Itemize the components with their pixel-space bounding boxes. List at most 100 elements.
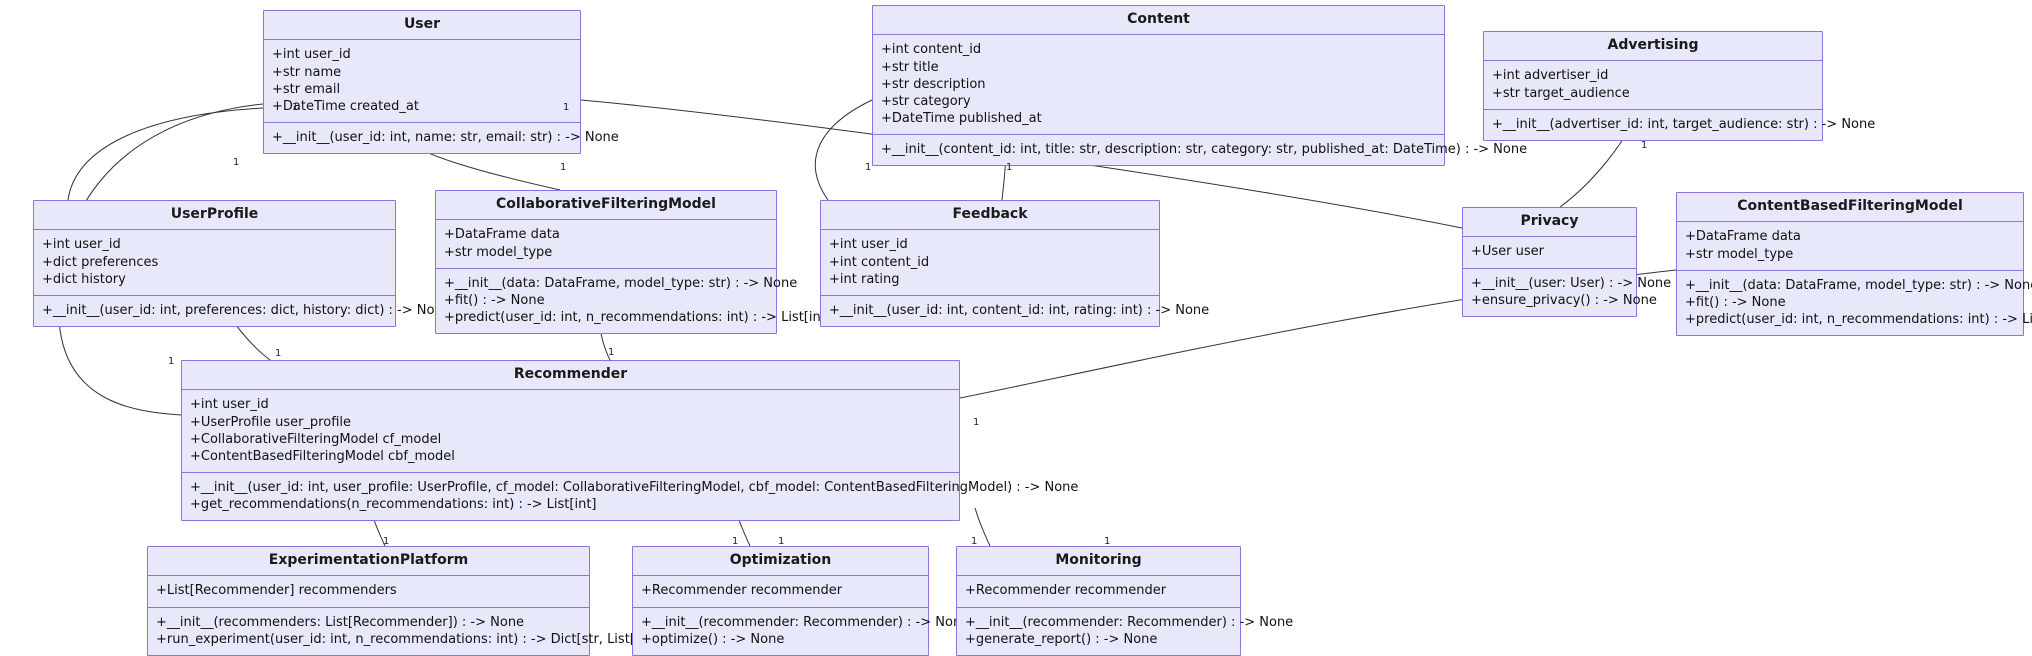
uml-class-title: User [264, 11, 580, 41]
uml-attribute: +int user_id [272, 47, 351, 63]
uml-methods-compartment: +__init__(content_id: int, title: str, d… [873, 135, 1528, 165]
uml-methods-compartment: +__init__(data: DataFrame, model_type: s… [436, 269, 831, 333]
uml-methods-compartment: +__init__(user_id: int, content_id: int,… [821, 296, 1210, 326]
uml-class-title: Feedback [821, 201, 1159, 231]
uml-class-contentbasedfilteringmodel[interactable]: ContentBasedFilteringModel+DataFrame dat… [1676, 192, 2032, 337]
uml-class-title: Recommender [182, 361, 959, 391]
uml-class-feedback[interactable]: Feedback+int user_id+int content_id+int … [820, 200, 1210, 328]
uml-methods-compartment: +__init__(user: User) : -> None+ensure_p… [1463, 269, 1672, 316]
multiplicity-label: 1 [971, 536, 978, 547]
uml-method: +generate_report() : -> None [965, 631, 1158, 647]
uml-attribute: +str model_type [1685, 246, 1794, 262]
multiplicity-label: 1 [732, 536, 739, 547]
uml-attributes-compartment: +int advertiser_id+str target_audience [1484, 61, 1822, 110]
uml-attributes-compartment: +DataFrame data+str model_type [1677, 222, 2023, 271]
uml-class-title: Privacy [1463, 208, 1636, 238]
uml-method: +__init__(content_id: int, title: str, d… [881, 142, 1528, 158]
uml-methods-compartment: +__init__(data: DataFrame, model_type: s… [1677, 271, 2032, 335]
uml-attributes-compartment: +int user_id+UserProfile user_profile+Co… [182, 390, 959, 474]
uml-method: +get_recommendations(n_recommendations: … [190, 497, 597, 513]
uml-attribute: +int content_id [881, 42, 982, 58]
uml-method: +__init__(user_id: int, content_id: int,… [829, 302, 1210, 318]
uml-attribute: +int content_id [829, 254, 930, 270]
uml-attribute: +CollaborativeFilteringModel cf_model [190, 431, 442, 447]
uml-class-experimentationplatform[interactable]: ExperimentationPlatform +List[Recommender… [147, 546, 662, 656]
uml-attribute: +List[Recommender] recommenders [156, 583, 397, 599]
uml-class-user[interactable]: User+int user_id+str name+str email+Date… [263, 10, 619, 155]
uml-attribute: +Recommender recommender [641, 583, 843, 599]
uml-class-title: Advertising [1484, 32, 1822, 62]
multiplicity-label: 1 [865, 162, 872, 173]
uml-class-title: Optimization [633, 547, 928, 577]
uml-attribute: +str model_type [444, 244, 553, 260]
uml-class-optimization[interactable]: Optimization +Recommender recommender +__i… [632, 546, 970, 656]
uml-method: +fit() : -> None [1685, 294, 1786, 310]
uml-class-title: ExperimentationPlatform [148, 547, 589, 577]
uml-attributes-compartment: +User user [1463, 237, 1636, 269]
uml-method: +__init__(user_id: int, name: str, email… [272, 130, 619, 146]
uml-method: +__init__(user: User) : -> None [1471, 275, 1672, 291]
uml-attribute: +str title [881, 59, 939, 75]
uml-methods-compartment: +__init__(user_id: int, user_profile: Us… [182, 473, 1079, 520]
uml-class-collaborativefilteringmodel[interactable]: CollaborativeFilteringModel+DataFrame da… [435, 190, 831, 335]
uml-method: +__init__(data: DataFrame, model_type: s… [1685, 277, 2032, 293]
uml-attribute: +ContentBasedFilteringModel cbf_model [190, 448, 455, 464]
uml-methods-compartment: +__init__(recommender: Recommender) : ->… [957, 608, 1294, 655]
uml-attributes-compartment: +Recommender recommender [633, 576, 928, 608]
uml-class-privacy[interactable]: Privacy +User user +__init__(user: User) :… [1462, 207, 1672, 317]
multiplicity-label: 1 [608, 347, 615, 358]
uml-method: +fit() : -> None [444, 292, 545, 308]
uml-attribute: +int rating [829, 271, 900, 287]
uml-attributes-compartment: +int user_id+int content_id+int rating [821, 230, 1159, 296]
uml-attributes-compartment: +int user_id+str name+str email+DateTime… [264, 40, 580, 124]
multiplicity-label: 1 [292, 102, 299, 113]
multiplicity-label: 1 [275, 348, 282, 359]
uml-attribute: +str name [272, 64, 342, 80]
uml-method: +predict(user_id: int, n_recommendations… [444, 310, 831, 326]
uml-method: +__init__(recommender: Recommender) : ->… [641, 614, 970, 630]
uml-method: +__init__(data: DataFrame, model_type: s… [444, 275, 798, 291]
uml-method: +optimize() : -> None [641, 631, 785, 647]
uml-class-content[interactable]: Content+int content_id+str title+str des… [872, 5, 1528, 167]
uml-methods-compartment: +__init__(recommenders: List[Recommender… [148, 608, 662, 655]
uml-method: +__init__(recommenders: List[Recommender… [156, 614, 525, 630]
uml-class-monitoring[interactable]: Monitoring+Recommender recommender+__ini… [956, 546, 1294, 656]
uml-class-recommender[interactable]: Recommender+int user_id+UserProfile user… [181, 360, 1079, 522]
uml-class-advertising[interactable]: Advertising+int advertiser_id+str target… [1483, 31, 1876, 141]
uml-method: +predict(user_id: int, n_recommendations… [1685, 312, 2032, 328]
uml-attribute: +int user_id [190, 397, 269, 413]
uml-method: +__init__(advertiser_id: int, target_aud… [1492, 116, 1876, 132]
uml-attribute: +DataFrame data [444, 227, 560, 243]
uml-class-userprofile[interactable]: UserProfile+int user_id+dict preferences… [33, 200, 451, 328]
uml-attribute: +str target_audience [1492, 85, 1630, 101]
uml-class-title: CollaborativeFilteringModel [436, 191, 776, 221]
uml-attribute: +str category [881, 93, 971, 109]
multiplicity-label: 1 [563, 102, 570, 113]
uml-methods-compartment: +__init__(recommender: Recommender) : ->… [633, 608, 970, 655]
uml-attribute: +int user_id [42, 237, 121, 253]
uml-class-title: ContentBasedFilteringModel [1677, 193, 2023, 223]
uml-attributes-compartment: +Recommender recommender [957, 576, 1240, 608]
uml-attribute: +str email [272, 81, 341, 97]
multiplicity-label: 1 [383, 536, 390, 547]
uml-attribute: +DateTime created_at [272, 98, 419, 114]
uml-attribute: +int advertiser_id [1492, 68, 1609, 84]
uml-attributes-compartment: +int user_id+dict preferences+dict histo… [34, 230, 395, 296]
uml-attributes-compartment: +DataFrame data+str model_type [436, 220, 776, 269]
uml-attributes-compartment: +int content_id+str title+str descriptio… [873, 35, 1444, 136]
uml-attribute: +dict history [42, 271, 126, 287]
uml-class-title: UserProfile [34, 201, 395, 231]
uml-attribute: +dict preferences [42, 254, 159, 270]
uml-attribute: +User user [1471, 244, 1545, 260]
uml-methods-compartment: +__init__(user_id: int, name: str, email… [264, 123, 619, 153]
uml-method: +__init__(user_id: int, user_profile: Us… [190, 480, 1079, 496]
uml-attribute: +UserProfile user_profile [190, 414, 351, 430]
uml-method: +run_experiment(user_id: int, n_recommen… [156, 631, 662, 647]
uml-attribute: +int user_id [829, 237, 908, 253]
uml-class-title: Content [873, 6, 1444, 36]
uml-method: +__init__(recommender: Recommender) : ->… [965, 614, 1294, 630]
multiplicity-label: 1 [560, 162, 567, 173]
multiplicity-label: 1 [1104, 536, 1111, 547]
uml-attribute: +Recommender recommender [965, 583, 1167, 599]
